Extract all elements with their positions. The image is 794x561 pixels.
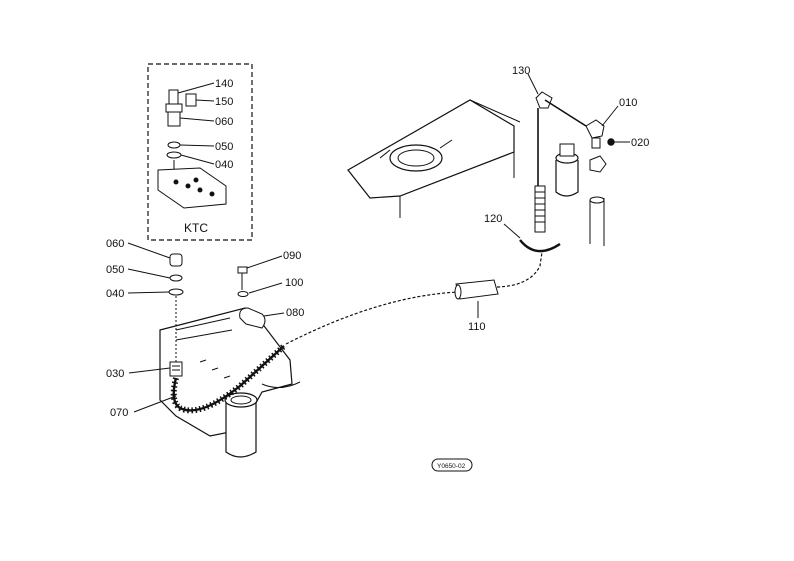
callout-030: 030 — [106, 368, 124, 380]
inset-body-top — [165, 103, 183, 113]
part-080 — [239, 307, 266, 329]
braided-hose-070: 070 — [110, 343, 287, 419]
callout-140: 140 — [215, 78, 233, 90]
callout-150: 150 — [215, 96, 233, 108]
inset-part-050 — [167, 141, 181, 149]
callout-120: 120 — [484, 213, 502, 225]
right-filter — [555, 143, 605, 246]
lower-cylinder — [225, 400, 257, 458]
part-120 — [519, 239, 561, 253]
drawing-code-stamp: Y0650-02 — [431, 458, 473, 472]
callout-040-inset: 040 — [215, 159, 233, 171]
inset-part-040 — [166, 151, 182, 159]
upper-frame — [347, 99, 521, 218]
callout-060: 060 — [106, 238, 124, 250]
filter-body — [555, 160, 579, 197]
frame-port — [389, 144, 443, 172]
part-060 — [169, 253, 183, 267]
inset-part-140 — [168, 89, 179, 105]
ktc-inset-border — [147, 63, 253, 241]
clip-120: 120 — [484, 213, 561, 253]
callout-130: 130 — [512, 65, 530, 77]
inset-part-150 — [185, 93, 197, 107]
sleeve-110: 110 — [285, 251, 543, 345]
inset-title: KTC — [184, 221, 208, 235]
clamp-assembly: 090 100 080 — [237, 250, 304, 329]
drawing-code: Y0650-02 — [437, 463, 466, 470]
callout-080: 080 — [286, 307, 304, 319]
inset-block — [157, 167, 227, 209]
callout-040: 040 — [106, 288, 124, 300]
part-100 — [237, 291, 249, 297]
callout-110: 110 — [468, 321, 486, 333]
callout-100: 100 — [285, 277, 303, 289]
part-040 — [168, 288, 184, 296]
part-110 — [455, 279, 499, 300]
part-050 — [169, 274, 183, 282]
inset-part-060 — [167, 111, 181, 127]
fitting-130: 130 — [512, 65, 587, 233]
lower-body — [159, 307, 301, 458]
callout-070: 070 — [110, 407, 128, 419]
hose-end-fitting — [534, 185, 546, 233]
callout-010: 010 — [619, 97, 637, 109]
left-fitting-stack: 060 050 040 030 — [106, 238, 184, 380]
part-130 — [535, 91, 553, 109]
callout-020: 020 — [631, 137, 649, 149]
callout-050: 050 — [106, 264, 124, 276]
part-090 — [237, 266, 248, 274]
part-020 — [607, 138, 615, 146]
callout-060-inset: 060 — [215, 116, 233, 128]
ktc-inset: 140 150 060 050 040 KTC — [147, 63, 253, 241]
callout-090: 090 — [283, 250, 301, 262]
fittings-010-020: 010 020 — [585, 97, 649, 173]
part-010 — [585, 119, 605, 139]
part-030 — [169, 361, 183, 377]
callout-050-inset: 050 — [215, 141, 233, 153]
